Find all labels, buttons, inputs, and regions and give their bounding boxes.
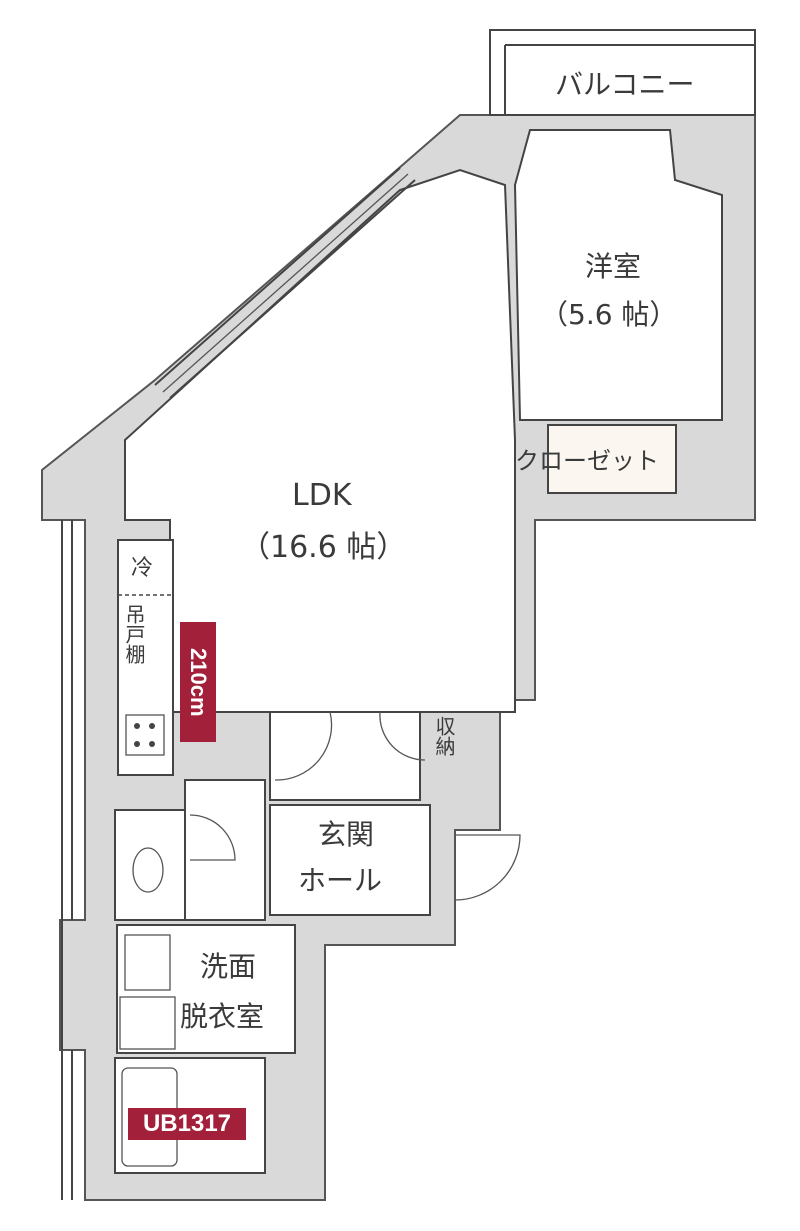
ldk-size: （16.6 帖） xyxy=(240,530,407,565)
storage-label: 収納 xyxy=(432,716,456,756)
balcony-label: バルコニー xyxy=(555,68,695,101)
entrance-label: 玄関 xyxy=(318,818,375,851)
ceiling-height-badge: 210cm xyxy=(180,622,216,742)
closet-label: クローゼット xyxy=(515,447,659,475)
ldk-label: LDK xyxy=(292,478,352,513)
toilet-area xyxy=(114,809,186,921)
hallway-area xyxy=(184,779,266,921)
washroom-label: 洗面 xyxy=(200,950,257,983)
entrance-hall-sub: ホール xyxy=(298,864,383,897)
western-room-area xyxy=(513,129,723,421)
shoe-area xyxy=(269,711,421,801)
refrigerator-label: 冷 xyxy=(131,556,154,581)
western-room-size: （5.6 帖） xyxy=(540,298,678,331)
closet-area xyxy=(547,424,677,494)
western-room-label: 洋室 xyxy=(585,250,642,283)
wall-cabinet-label: 吊戸棚 xyxy=(122,604,146,664)
ldk-area xyxy=(124,168,516,713)
washroom-area xyxy=(116,924,296,1054)
entrance-hall-area xyxy=(269,804,431,916)
washroom-sub: 脱衣室 xyxy=(180,1000,265,1033)
unit-bath-badge: UB1317 xyxy=(128,1108,246,1140)
